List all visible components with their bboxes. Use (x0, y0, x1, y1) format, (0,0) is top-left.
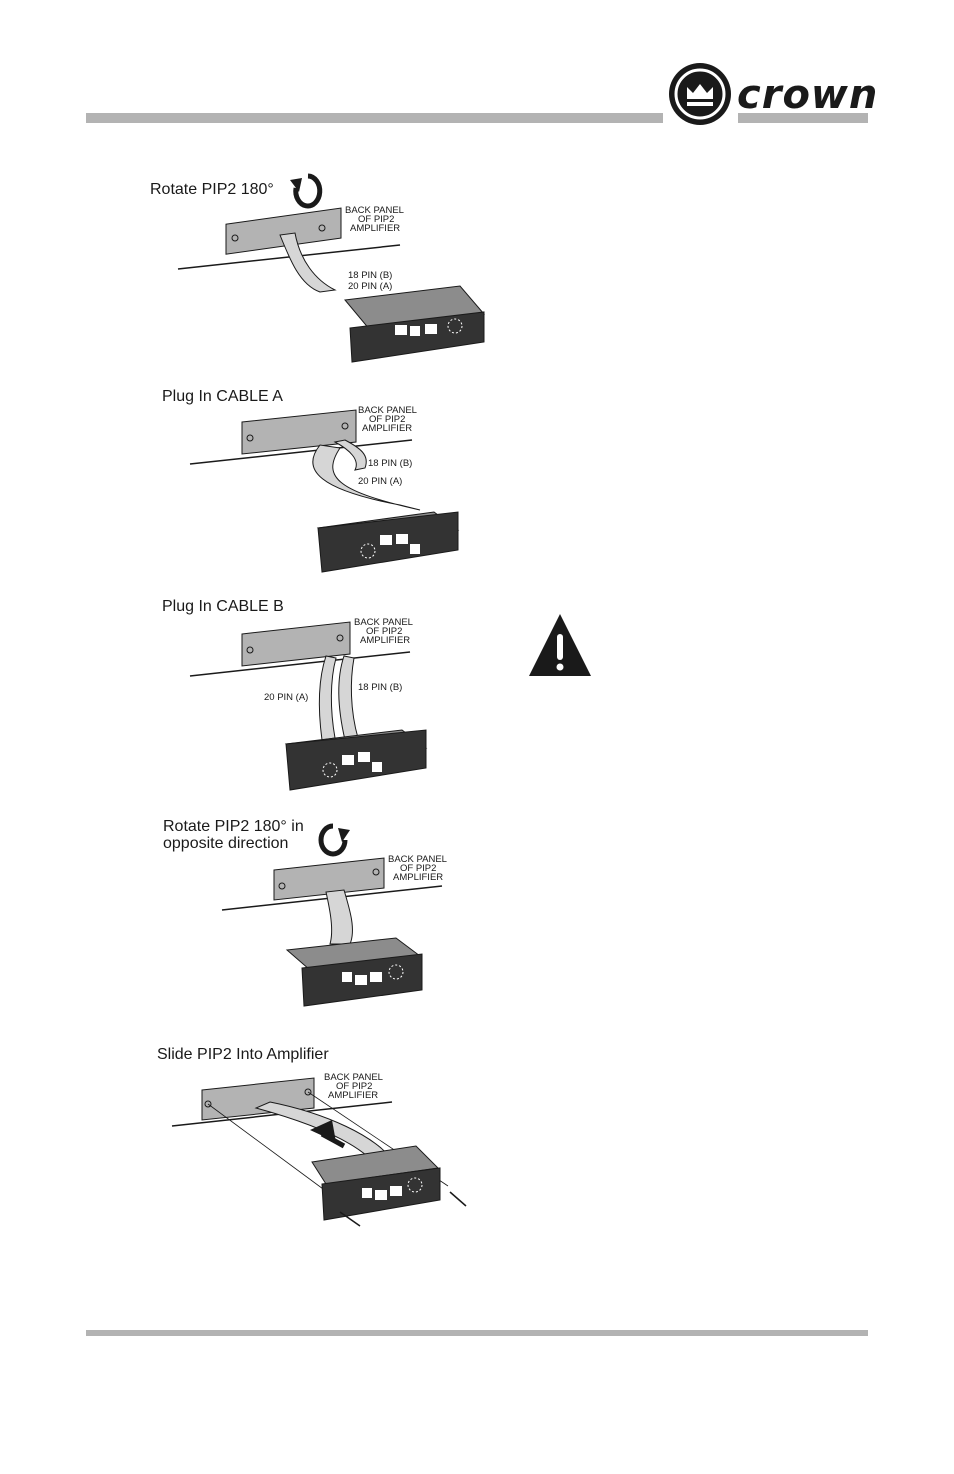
step-4-label-back-panel-3: AMPLIFIER (393, 872, 443, 883)
header-rule-right (738, 113, 868, 123)
step-5-label-back-panel-3: AMPLIFIER (328, 1090, 378, 1101)
step-2-label-back-panel-1: BACK PANEL (358, 405, 417, 416)
step-3-label-back-panel-2: OF PIP2 (366, 626, 402, 637)
footer-rule (86, 1330, 868, 1336)
brand-wordmark: crown (737, 72, 879, 118)
step-2-label-pin-b: 18 PIN (B) (368, 458, 412, 469)
step-1-label-back-panel-2: OF PIP2 (358, 214, 394, 225)
step-4-label-back-panel-2: OF PIP2 (400, 863, 436, 874)
header-rule-left (86, 113, 663, 123)
step-2-label-back-panel-3: AMPLIFIER (362, 423, 412, 434)
step-2-title: Plug In CABLE A (162, 388, 283, 405)
step-1-label-pin-b: 18 PIN (B) (348, 270, 392, 281)
step-1-label-back-panel-3: AMPLIFIER (350, 223, 400, 234)
step-4-label-back-panel-1: BACK PANEL (388, 854, 447, 865)
step-4-title-line-2: opposite direction (163, 835, 289, 852)
step-4-title-line-1: Rotate PIP2 180° in (163, 818, 304, 835)
crown-logo-icon (668, 62, 732, 131)
step-1-label-pin-a: 20 PIN (A) (348, 281, 392, 292)
warning-triangle-icon (527, 612, 593, 683)
step-2-label-pin-a: 20 PIN (A) (358, 476, 402, 487)
step-3-label-back-panel-3: AMPLIFIER (360, 635, 410, 646)
step-1-label-back-panel-1: BACK PANEL (345, 205, 404, 216)
step-1-title: Rotate PIP2 180° (150, 181, 274, 198)
step-5-label-back-panel-2: OF PIP2 (336, 1081, 372, 1092)
step-2-label-back-panel-2: OF PIP2 (369, 414, 405, 425)
step-3-label-pin-a: 20 PIN (A) (264, 692, 308, 703)
step-5-label-back-panel-1: BACK PANEL (324, 1072, 383, 1083)
step-5-title: Slide PIP2 Into Amplifier (157, 1046, 329, 1063)
step-3-label-pin-b: 18 PIN (B) (358, 682, 402, 693)
step-3-title: Plug In CABLE B (162, 598, 284, 615)
step-3-label-back-panel-1: BACK PANEL (354, 617, 413, 628)
